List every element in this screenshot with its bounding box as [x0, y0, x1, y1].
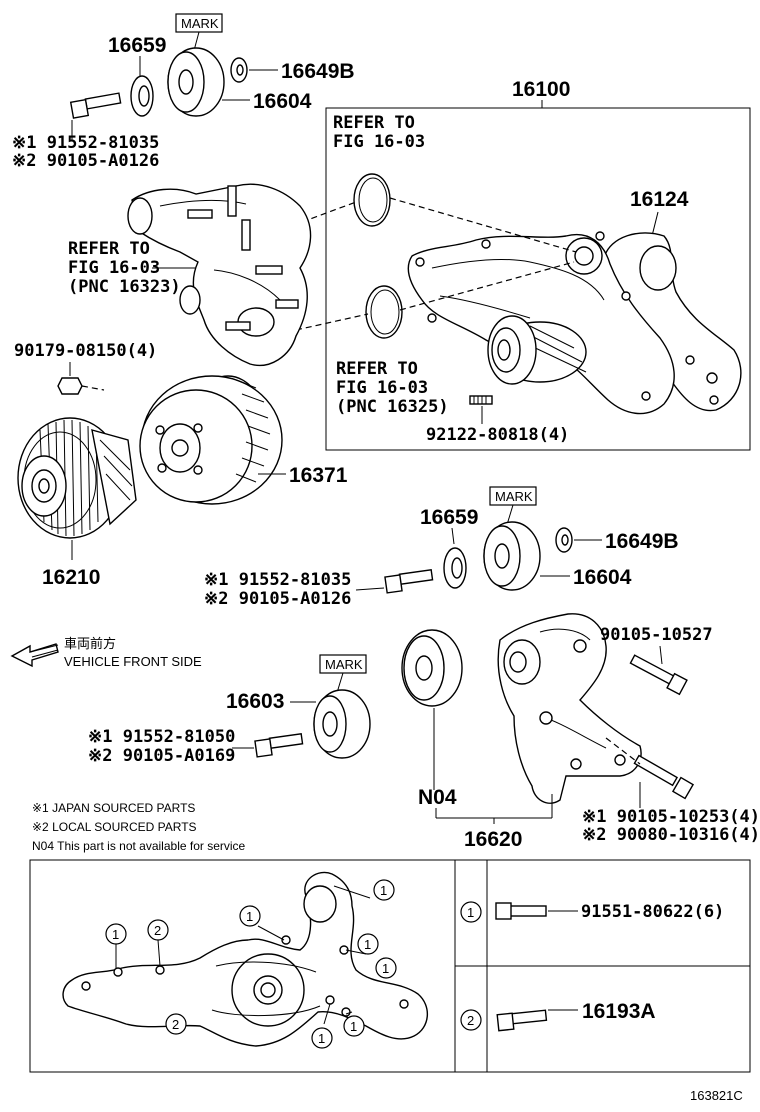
bolt-91551-icon [495, 902, 547, 920]
label-ref2-l2: FIG 16-03 [68, 258, 160, 278]
stud-92122 [469, 395, 493, 405]
label-n1-mid: ※1 91552-81035 [204, 570, 351, 590]
o-ring-lower [365, 285, 403, 339]
label-n04: N04 [418, 786, 457, 809]
bolt-position-marker: 1 [239, 905, 261, 927]
label-n2-low: ※2 90105-A0169 [88, 746, 235, 766]
label-front-jp: 車両前方 [64, 636, 116, 651]
label-90105-10527: 90105-10527 [600, 625, 713, 645]
svg-text:1: 1 [382, 961, 389, 976]
svg-text:2: 2 [154, 923, 161, 938]
label-ref2-l1: REFER TO [68, 239, 150, 259]
label-16649b-top: 16649B [281, 60, 355, 83]
label-legend-91551: 91551-80622(6) [581, 902, 724, 922]
bolt-16193a-icon [496, 1009, 548, 1032]
svg-text:1: 1 [318, 1031, 325, 1046]
label-16620: 16620 [464, 828, 522, 851]
bolt-90105-10527 [629, 654, 688, 696]
label-n2-mid: ※2 90105-A0126 [204, 589, 351, 609]
label-16371: 16371 [289, 464, 348, 487]
water-inlet-housing [127, 183, 312, 366]
label-front-en: VEHICLE FRONT SIDE [64, 654, 202, 669]
bolt-position-marker: 2 [165, 1013, 187, 1035]
nut-90179 [57, 377, 83, 395]
label-ref3-l1: REFER TO [336, 359, 418, 379]
label-16603: 16603 [226, 690, 284, 713]
label-mark-top: MARK [181, 16, 219, 31]
pump-pulley-hub [487, 315, 537, 385]
label-ref2-l3: (PNC 16323) [68, 277, 181, 297]
label-16604-top: 16604 [253, 90, 312, 113]
bolt-position-marker: 1 [343, 1015, 365, 1037]
note-n04: N04 This part is not available for servi… [32, 839, 246, 853]
fan-clutch-16210 [17, 417, 137, 539]
pulley-16371 [139, 375, 283, 505]
idler-bolt-low [254, 733, 304, 758]
belt-tensioner-16620 [401, 613, 642, 804]
bolt-position-marker: 1 [105, 923, 127, 945]
legend-marker-1 [460, 901, 482, 923]
o-ring-upper [353, 173, 391, 227]
bolt-position-marker: 1 [311, 1027, 333, 1049]
bolt-90105-10253 [633, 754, 695, 800]
bolt-position-marker: 2 [147, 919, 169, 941]
label-16604-mid: 16604 [573, 566, 632, 589]
label-92122: 92122-80818(4) [426, 425, 569, 445]
label-n1-low: ※1 91552-81050 [88, 727, 235, 747]
label-ref1-l2: FIG 16-03 [333, 132, 425, 152]
bolt-position-marker: 1 [357, 933, 379, 955]
legend-marker-1-label: 1 [467, 905, 474, 920]
pump-bolt-layout [62, 871, 428, 1047]
idler-bolt-top [69, 92, 122, 119]
label-mark-mid: MARK [495, 489, 533, 504]
bolt-position-marker: 1 [373, 879, 395, 901]
note-local-sourced: ※2 LOCAL SOURCED PARTS [32, 820, 197, 834]
svg-text:2: 2 [172, 1017, 179, 1032]
figure-code: 163821C [690, 1088, 743, 1103]
legend-marker-2 [460, 1009, 482, 1031]
label-16659-top: 16659 [108, 34, 166, 57]
svg-text:1: 1 [112, 927, 119, 942]
legend-marker-2-label: 2 [467, 1013, 474, 1028]
vehicle-front-arrow-icon [10, 643, 59, 668]
svg-text:1: 1 [364, 937, 371, 952]
label-16659-mid: 16659 [420, 506, 478, 529]
label-16210: 16210 [42, 566, 100, 589]
label-ref3-l2: FIG 16-03 [336, 378, 428, 398]
bolt-position-marker: 1 [375, 957, 397, 979]
idler-bolt-mid [384, 569, 434, 594]
water-pump-assembly-16100: 16100 REFER TO FIG 16-03 16124 [325, 78, 751, 451]
note-japan-sourced: ※1 JAPAN SOURCED PARTS [32, 801, 195, 815]
label-n2-top: ※2 90105-A0126 [12, 151, 159, 171]
bolt-position-panel: 1 2 1 1 1 1 2 1 [29, 859, 751, 1073]
label-n1-top: ※1 91552-81035 [12, 133, 159, 153]
svg-text:1: 1 [380, 883, 387, 898]
label-90179: 90179-08150(4) [14, 341, 157, 361]
label-16124: 16124 [630, 188, 689, 211]
idler-group-top: 16659 MARK 16649B 16604 ※1 91552-81035 ※… [12, 13, 355, 171]
label-n1-br: ※1 90105-10253(4) [582, 807, 760, 827]
label-mark-low: MARK [325, 657, 363, 672]
label-16649b-mid: 16649B [605, 530, 679, 553]
svg-text:1: 1 [246, 909, 253, 924]
label-n2-br: ※2 90080-10316(4) [582, 825, 760, 845]
idler-group-low: MARK 16603 ※1 91552-81050 ※2 90105-A0169 [88, 654, 371, 766]
label-ref3-l3: (PNC 16325) [336, 397, 449, 417]
svg-text:1: 1 [350, 1019, 357, 1034]
assembly-frame [325, 107, 751, 451]
label-legend-16193a: 16193A [582, 1000, 656, 1023]
o-rings [295, 173, 577, 339]
label-ref1-l1: REFER TO [333, 113, 415, 133]
idler-group-mid: MARK 16659 16649B 16604 ※1 91552-81035 ※… [204, 486, 679, 609]
label-16100: 16100 [512, 78, 570, 101]
